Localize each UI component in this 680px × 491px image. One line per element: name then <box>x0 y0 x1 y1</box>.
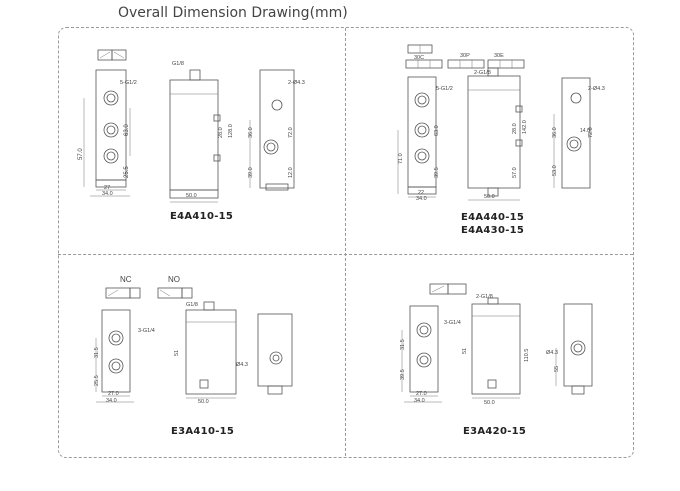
page-title: Overall Dimension Drawing(mm) <box>118 5 348 21</box>
end-view <box>249 69 295 191</box>
dim-51: 51 <box>462 348 468 354</box>
dim-22: 22 <box>418 190 424 196</box>
dim-lower: 25.5 <box>124 166 130 178</box>
dim-width-b: 34.0 <box>102 191 113 197</box>
dim-pilot: 2-G1/8 <box>476 294 493 300</box>
symbol-30p: 30P <box>460 53 470 59</box>
dim-51: 51 <box>174 350 180 356</box>
dim-mount-hole: Ø4.3 <box>546 350 558 356</box>
drawing-e4a410: 5-G1/2 57.0 63.0 25.5 27 34.0 G1/8 50.0 … <box>78 49 305 203</box>
dim-36: 36.0 <box>248 127 254 138</box>
front-view <box>95 309 134 403</box>
model-label-e4a430: E4A430-15 <box>461 225 525 236</box>
side-view <box>169 69 221 203</box>
symbol-nc: NC <box>120 275 132 284</box>
dim-39-5: 39.5 <box>434 167 440 178</box>
dim-63: 63.0 <box>434 125 440 136</box>
dim-ports: 3-G1/4 <box>138 328 155 334</box>
dim-110-5: 110.5 <box>524 349 530 362</box>
dim-width-side: 50.0 <box>198 399 209 405</box>
valve-symbol <box>429 283 467 295</box>
valve-symbol <box>97 49 127 61</box>
dim-53: 53.0 <box>552 165 558 176</box>
dim-pitch: 63.0 <box>124 124 130 136</box>
drawing-e3a410: NC NO 3-G1/4 31.5 25.5 27.0 34.0 G1/8 51… <box>94 275 293 405</box>
dim-28: 28.0 <box>218 127 224 138</box>
dim-31-5: 31.5 <box>94 347 100 358</box>
dim-12: 12.0 <box>288 167 294 178</box>
vertical-divider <box>345 28 346 456</box>
dim-25-5: 25.5 <box>94 375 100 386</box>
symbol-30c: 30C <box>414 55 424 61</box>
dim-71: 71.0 <box>398 153 404 164</box>
model-label-e3a410: E3A410-15 <box>171 426 235 437</box>
end-view <box>555 303 593 395</box>
dim-mount-holes: 2-Ø4.3 <box>288 80 305 86</box>
dim-27: 27.0 <box>416 391 427 397</box>
dim-72: 72.0 <box>588 127 594 138</box>
dim-ports: 3-G1/4 <box>444 320 461 326</box>
dim-55: 55 <box>554 366 560 372</box>
valve-symbols <box>405 44 525 69</box>
dim-14: 14.0 <box>580 128 590 134</box>
front-view <box>397 76 437 198</box>
dim-72: 72.0 <box>288 127 294 138</box>
end-view <box>553 77 591 189</box>
dim-28: 28.0 <box>512 123 518 134</box>
side-view <box>467 67 523 201</box>
side-view <box>471 297 521 399</box>
front-view <box>83 69 131 197</box>
dim-width-a: 27 <box>104 185 110 191</box>
valve-symbols <box>105 287 193 299</box>
horizontal-divider <box>58 254 633 255</box>
dim-pilot: G1/8 <box>186 302 198 308</box>
dim-34: 34.0 <box>414 398 425 404</box>
model-label-e4a440: E4A440-15 <box>461 212 525 223</box>
dim-142: 142.0 <box>522 120 528 134</box>
dim-39-5: 39.5 <box>400 369 406 380</box>
model-label-e3a420: E3A420-15 <box>463 426 527 437</box>
side-view <box>185 301 237 399</box>
dim-width-side: 50.0 <box>484 400 495 406</box>
dim-mount-holes: 2-Ø4.3 <box>588 86 605 92</box>
drawing-e3a420: 3-G1/4 31.5 39.5 27.0 34.0 2-G1/8 51 110… <box>400 283 593 406</box>
dim-ports: 5-G1/2 <box>436 86 453 92</box>
dim-mount-hole: Ø4.3 <box>236 362 248 368</box>
symbol-30e: 30E <box>494 53 504 59</box>
dim-width-side: 50.0 <box>484 194 495 200</box>
end-view <box>257 313 293 395</box>
model-label-e4a410: E4A410-15 <box>170 211 234 222</box>
drawing-e4a440: 30C 30P 30E 5-G1/2 71.0 63.0 39.5 22 34.… <box>397 44 605 202</box>
dim-128: 128.0 <box>228 124 234 138</box>
symbol-no: NO <box>168 275 180 284</box>
dim-height: 57.0 <box>78 148 84 160</box>
dim-34: 34.0 <box>106 398 117 404</box>
dim-36: 36.0 <box>552 127 558 138</box>
dim-pilot: 2-G1/8 <box>474 70 491 76</box>
dim-39: 39.0 <box>248 167 254 178</box>
dim-31-5: 31.5 <box>400 339 406 350</box>
dim-34: 34.0 <box>416 196 427 202</box>
front-view <box>401 305 442 403</box>
dim-27: 27.0 <box>108 391 119 397</box>
dim-ports: 5-G1/2 <box>120 80 137 86</box>
dim-57: 57.0 <box>512 167 518 178</box>
drawing-frame <box>58 27 634 458</box>
dim-pilot: G1/8 <box>172 61 184 67</box>
dim-width-side: 50.0 <box>186 193 197 199</box>
